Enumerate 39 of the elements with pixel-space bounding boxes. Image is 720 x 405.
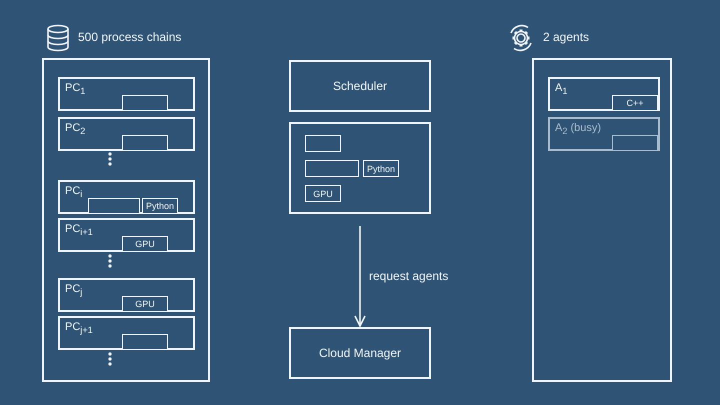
edge-label: request agents xyxy=(369,268,448,282)
requirement-tag: Python xyxy=(363,160,399,177)
box-label: Scheduler xyxy=(332,79,388,93)
requirement-tag: GPU xyxy=(122,236,168,252)
requirement-tag xyxy=(305,135,341,152)
process-chain-box xyxy=(548,77,660,111)
box-label: PC$_{2}$ xyxy=(65,122,86,136)
process-chain-box xyxy=(58,180,195,214)
requirement-tag xyxy=(122,135,168,151)
requirement-tag xyxy=(289,122,431,214)
process-box xyxy=(289,327,431,379)
box-label: PC$_{i+1}$ xyxy=(65,223,93,238)
box-label: PC$_{j+1}$ xyxy=(65,321,93,336)
process-chain-box xyxy=(548,117,660,151)
container-panel xyxy=(42,22,210,382)
arrow xyxy=(354,226,366,327)
requirement-tag xyxy=(122,334,168,350)
requirement-tag xyxy=(88,198,140,214)
requirement-tag: GPU xyxy=(122,296,168,312)
process-chain-box xyxy=(58,117,195,151)
box-label: A$_{1}$ xyxy=(555,82,568,96)
requirement-tag: C++ xyxy=(612,95,658,111)
panel-heading: 500 process chains xyxy=(78,30,182,44)
requirement-tag xyxy=(122,95,168,111)
box-label: A$_{2}$ (busy) xyxy=(555,122,602,136)
panel-heading: 2 agents xyxy=(543,30,590,44)
box-label: PC$_{1}$ xyxy=(65,82,86,96)
process-chain-box xyxy=(58,77,195,111)
process-chain-box xyxy=(58,218,195,252)
box-label: Cloud Manager xyxy=(318,346,402,360)
process-chain-box xyxy=(58,278,195,312)
requirement-tag xyxy=(612,135,658,151)
requirement-tag xyxy=(305,160,359,177)
requirement-tag: Python xyxy=(142,198,178,214)
requirement-tag: GPU xyxy=(305,185,341,202)
box-label: PC$_{j}$ xyxy=(65,283,82,298)
process-chain-box xyxy=(58,316,195,350)
process-box xyxy=(289,60,431,112)
box-label: PC$_{i}$ xyxy=(65,185,82,200)
